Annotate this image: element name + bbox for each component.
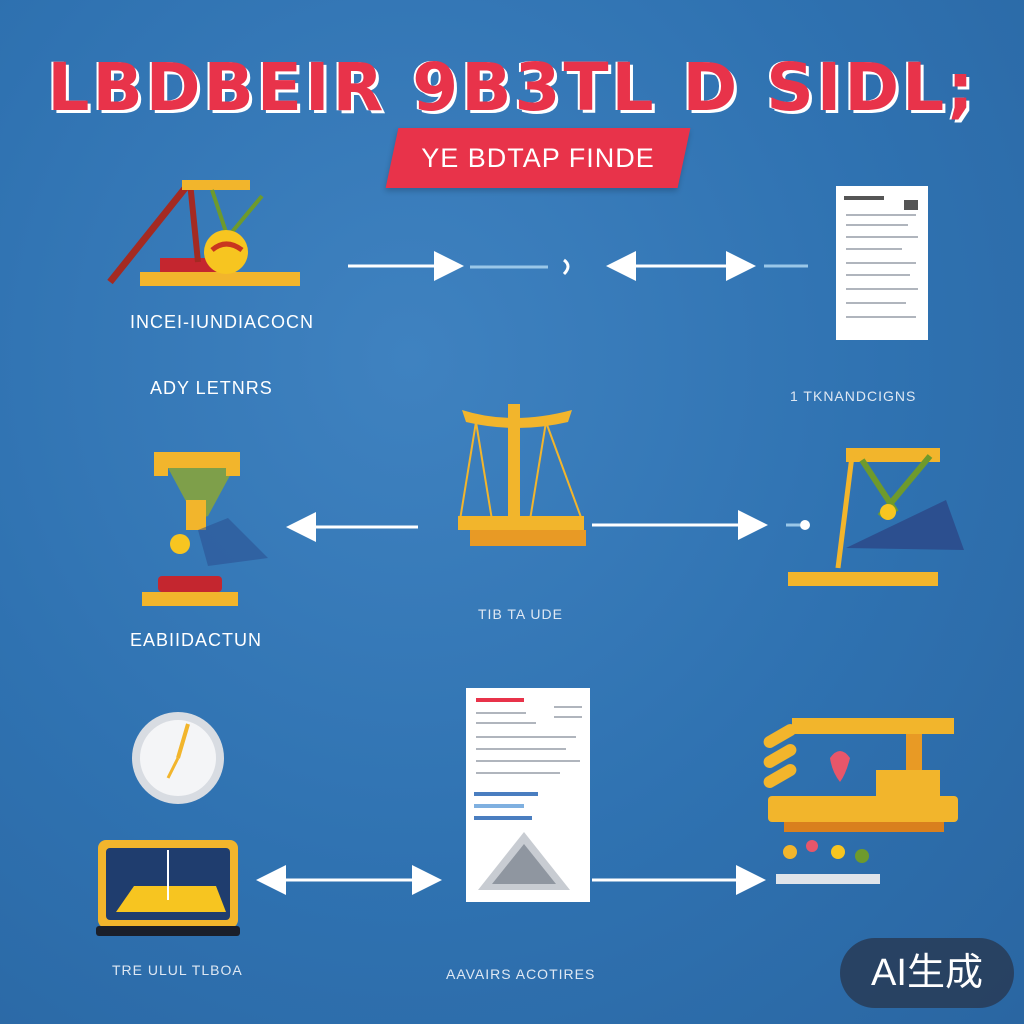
tablet-icon [96, 840, 240, 936]
label-middle-center: TIB TA UDE [478, 606, 563, 622]
balance-scale-icon [458, 404, 586, 546]
label-top-right: 1 TKNANDCIGNS [790, 388, 917, 404]
label-top-left-2: ADY LETNRS [150, 378, 273, 398]
label-bottom-center: AAVAIRS ACOTIRES [446, 966, 596, 982]
robot-arm-icon [142, 452, 268, 606]
ai-generated-badge: AI生成 [840, 938, 1014, 1008]
label-bottom-left: TRE ULUL TLBOA [112, 962, 243, 978]
document-icon-top [836, 186, 928, 340]
report-document-icon [466, 688, 590, 902]
label-middle-left: EABIIDACTUN [130, 630, 263, 650]
main-title: LBDBEIR 9B3TL D SIDL; [47, 49, 977, 126]
arrow-top-curl [562, 258, 570, 276]
crane-balance-icon [107, 179, 300, 286]
factory-machine-icon [763, 718, 958, 884]
clock-icon [132, 712, 224, 804]
press-machine-icon [788, 448, 964, 586]
label-top-left-1: INCEI-IUNDIACOCN [130, 312, 315, 332]
